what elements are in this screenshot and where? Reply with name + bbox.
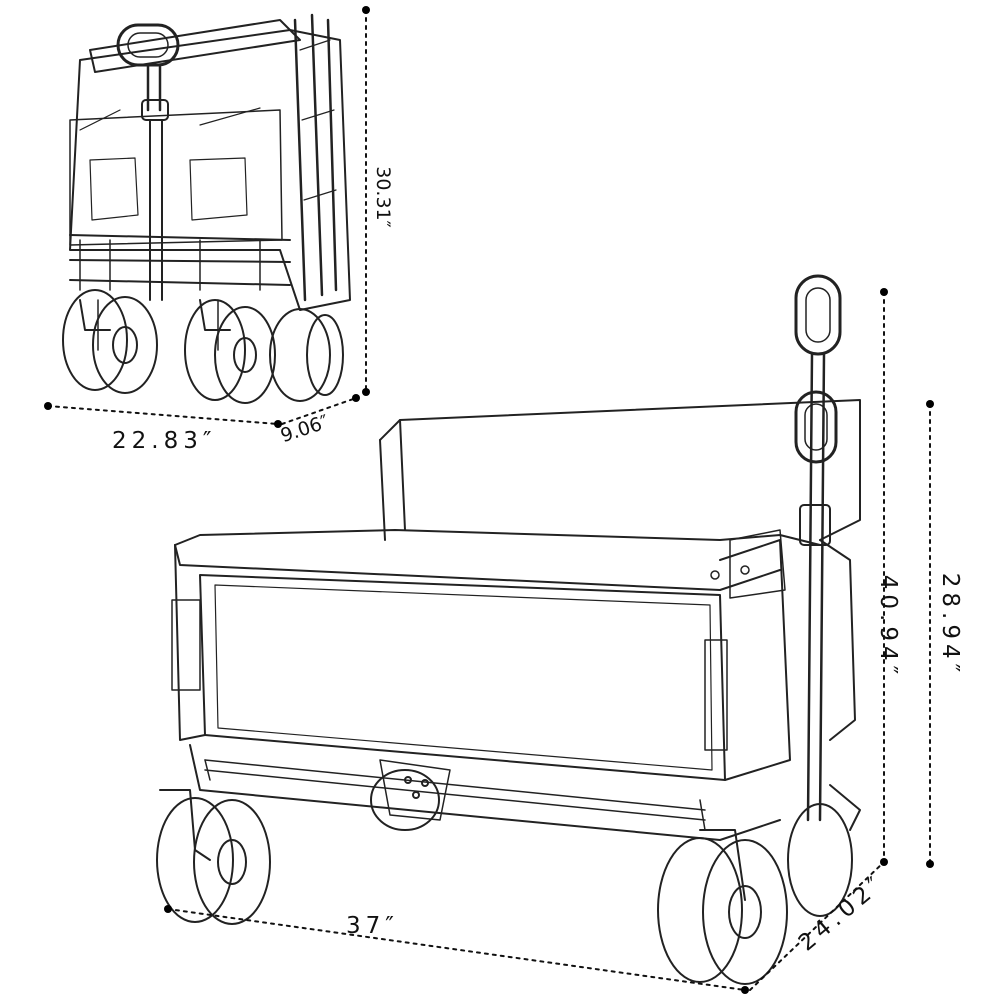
folded-wagon [62, 13, 351, 404]
dim-line-open-length [167, 908, 746, 991]
dimension-endpoints [44, 6, 934, 994]
dimension-lines [47, 9, 931, 991]
folded-width-label: 22.83″ [112, 428, 217, 454]
dim-line-folded-width [47, 405, 279, 425]
dim-line-open-width [749, 861, 885, 991]
open-length-label: 37″ [346, 913, 399, 939]
dim-line-folded-depth [281, 397, 357, 425]
folded-height-label: 30.31″ [371, 166, 394, 228]
open-total-height-label: 40.94″ [875, 574, 902, 680]
unfolded-wagon [156, 274, 861, 985]
open-tub-height-label: 28.94″ [937, 572, 964, 678]
